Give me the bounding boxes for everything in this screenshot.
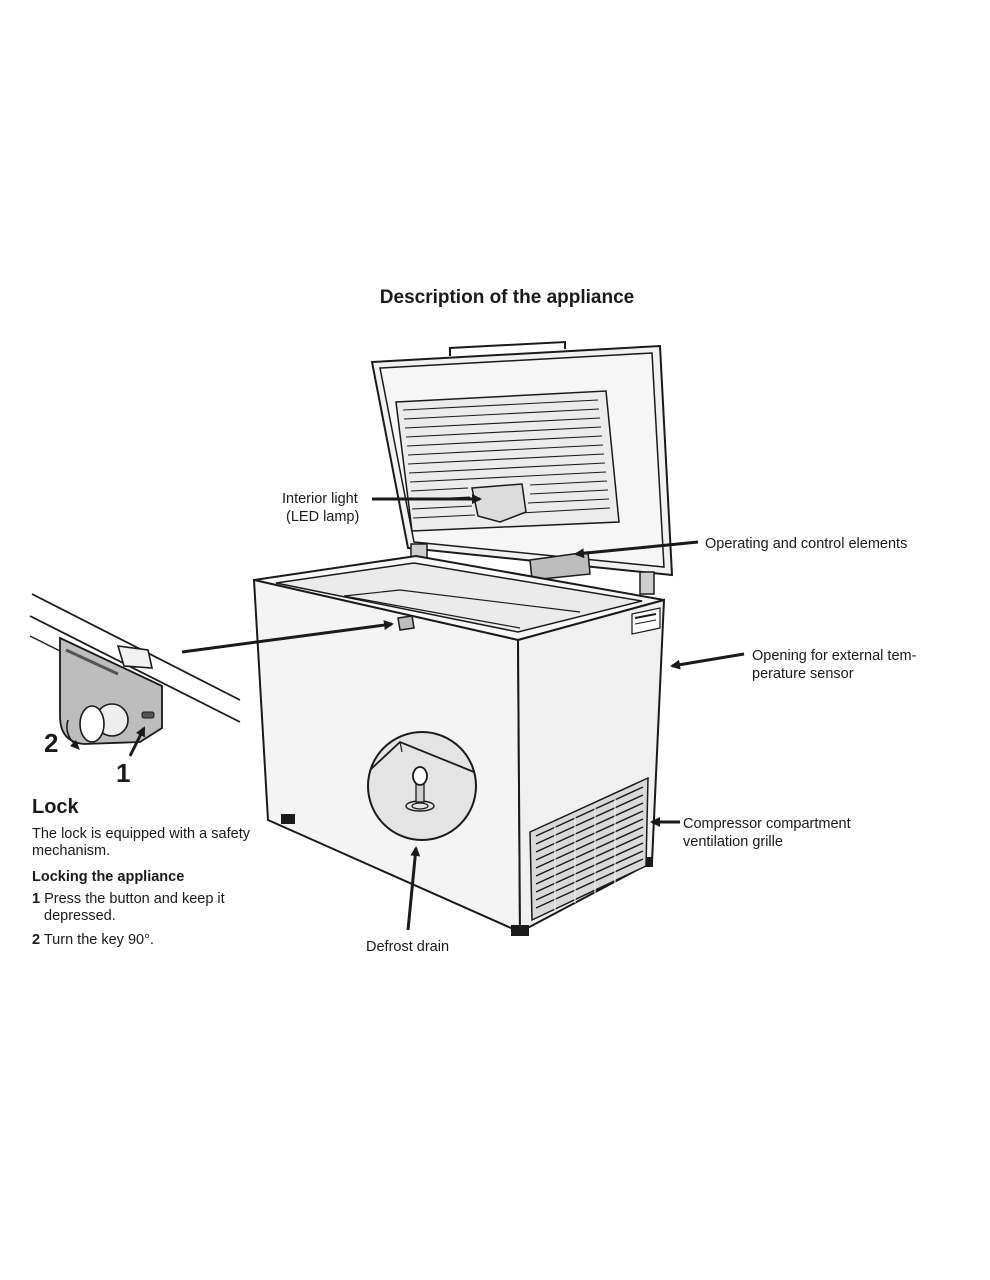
lock-detail-inset bbox=[29, 593, 241, 750]
page-title: Description of the appliance bbox=[379, 287, 635, 308]
lock-subheading: Locking the appliance bbox=[32, 869, 185, 885]
arrow-defrost-drain bbox=[406, 846, 421, 931]
label-interior-light-1: Interior light bbox=[282, 491, 358, 507]
arrow-lock-press bbox=[128, 726, 146, 757]
compressor-grille bbox=[529, 776, 649, 922]
control-panel-box bbox=[529, 551, 591, 581]
label-compressor-1: Compressor compartment bbox=[683, 816, 851, 832]
step-number: 2 bbox=[32, 932, 41, 948]
step-number: 1 bbox=[32, 891, 41, 907]
arrow-sensor bbox=[670, 652, 745, 670]
defrost-drain-detail bbox=[367, 731, 477, 841]
arrow-operating-controls bbox=[574, 540, 699, 559]
rating-plate bbox=[631, 607, 661, 635]
lid-grille bbox=[402, 399, 611, 519]
led-lamp bbox=[471, 483, 527, 523]
lock-marker-press: 1 bbox=[116, 758, 130, 788]
label-operating-controls: Operating and control elements bbox=[705, 536, 908, 552]
label-defrost-drain: Defrost drain bbox=[366, 939, 450, 955]
freezer-cavity bbox=[343, 589, 581, 629]
lock-description: The lock is equipped with a safety mecha… bbox=[32, 826, 250, 859]
lock-step-1: 1 Press the button and keep it depressed… bbox=[32, 891, 250, 925]
callout-arrows bbox=[128, 494, 745, 931]
step-text: Turn the key 90°. bbox=[43, 932, 154, 948]
label-sensor-2: perature sensor bbox=[752, 666, 854, 682]
step-text: Press the button and keep it depressed. bbox=[44, 891, 225, 924]
front-lock bbox=[397, 615, 415, 631]
label-sensor-1: Opening for external tem- bbox=[752, 648, 917, 664]
label-interior-light-2: (LED lamp) bbox=[286, 509, 360, 525]
lock-step-2: 2 Turn the key 90°. bbox=[32, 932, 250, 949]
lock-heading: Lock bbox=[32, 796, 79, 818]
arrow-lock-to-freezer bbox=[181, 620, 394, 654]
label-compressor-2: ventilation grille bbox=[683, 834, 783, 850]
lock-marker-turn: 2 bbox=[44, 728, 58, 758]
